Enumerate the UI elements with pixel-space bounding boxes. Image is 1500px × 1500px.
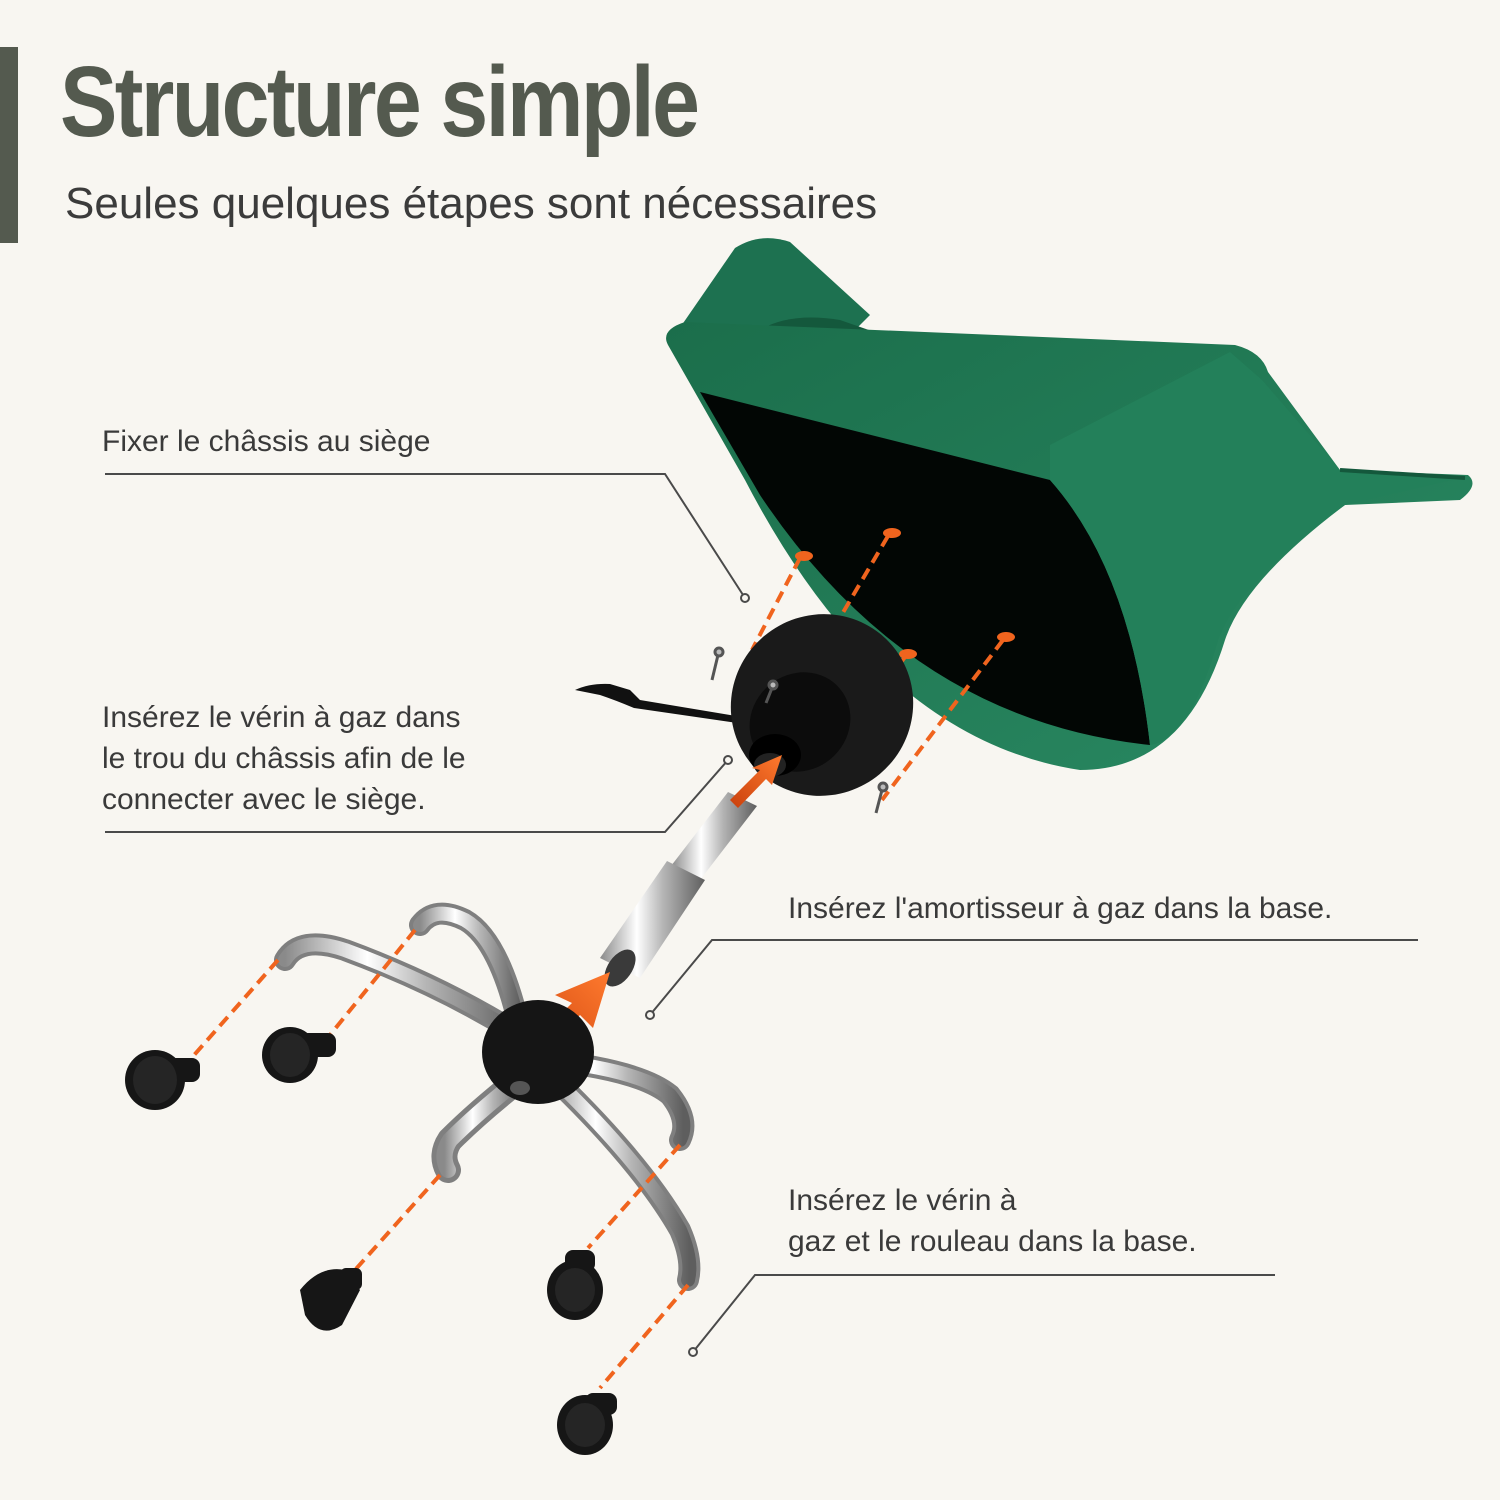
- gas-cylinder: [600, 792, 757, 987]
- seat-frame-plate: [575, 614, 914, 814]
- caster-wheels: [125, 1027, 617, 1455]
- caster-guide-lines: [186, 928, 690, 1390]
- caster-wheel-icon: [125, 1050, 200, 1110]
- callout-insert-shock: Insérez l'amortisseur à gaz dans la base…: [788, 892, 1333, 925]
- page-title: Structure simple: [60, 46, 700, 158]
- seat-side-panel: [1050, 352, 1460, 745]
- callout-leaders: [105, 473, 1418, 1357]
- callout-insert-cylinder: Insérez le vérin à gaz dans le trou du c…: [102, 697, 466, 820]
- base-hub: [482, 1000, 594, 1104]
- caster-wheel-icon: [300, 1268, 362, 1331]
- lever-icon: [575, 683, 760, 726]
- arrow-to-frame-icon: [730, 755, 782, 808]
- callout-line: le trou du châssis afin de le: [102, 742, 466, 775]
- callout-line: gaz et le rouleau dans la base.: [788, 1225, 1197, 1258]
- callout-line: connecter avec le siège.: [102, 783, 426, 816]
- caster-wheel-icon: [262, 1027, 336, 1083]
- chair-seat: [666, 238, 1473, 770]
- callout-line: Insérez le vérin à gaz dans: [102, 701, 461, 734]
- caster-wheel-icon: [557, 1393, 617, 1455]
- title-accent-bar: [0, 47, 18, 243]
- callout-attach-frame: Fixer le châssis au siège: [102, 425, 431, 458]
- screws: [710, 646, 889, 814]
- page-subtitle: Seules quelques étapes sont nécessaires: [65, 179, 878, 228]
- seat-underside: [700, 392, 1150, 745]
- callout-insert-rollers: Insérez le vérin à gaz et le rouleau dan…: [788, 1180, 1197, 1262]
- caster-wheel-icon: [547, 1250, 603, 1320]
- seat-holes: [795, 528, 1015, 659]
- callout-line: Insérez le vérin à: [788, 1184, 1017, 1217]
